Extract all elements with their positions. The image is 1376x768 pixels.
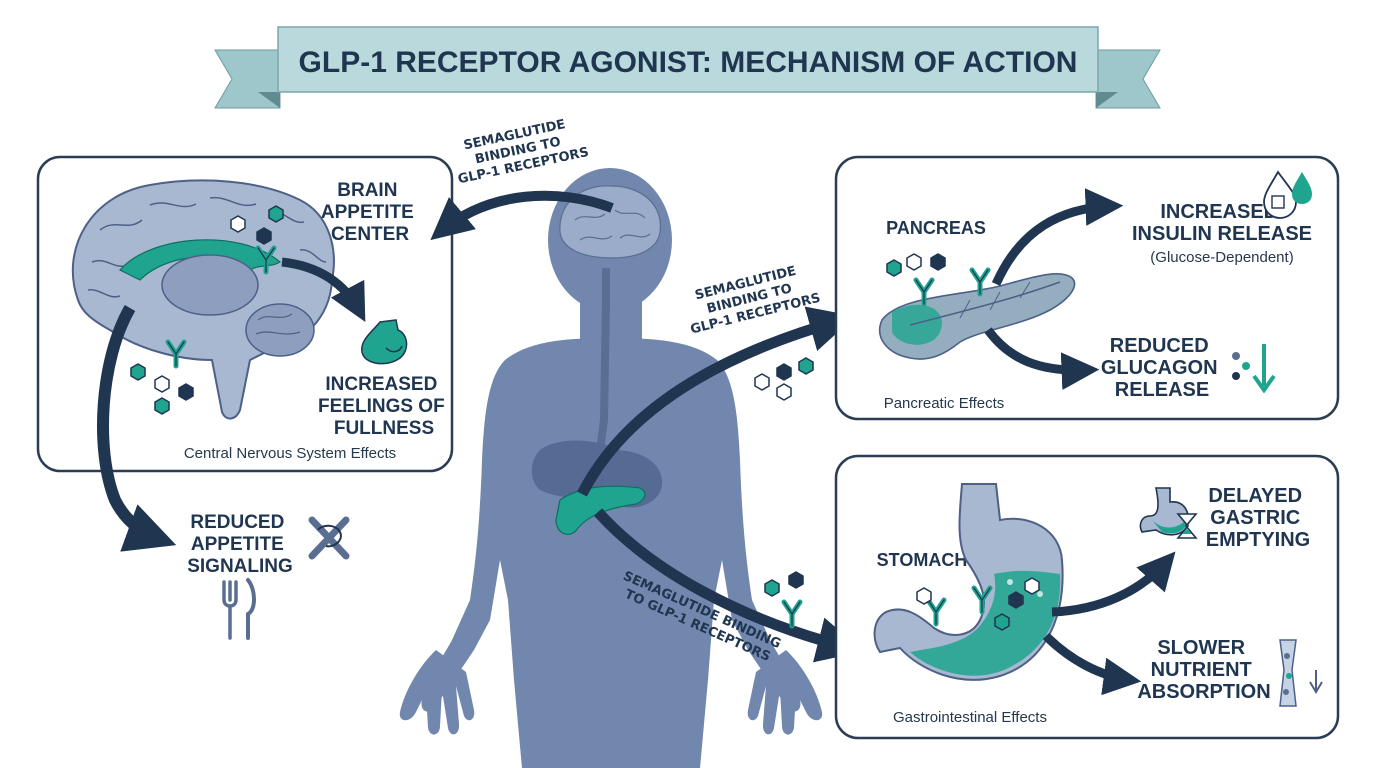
arrow-to-glucagon bbox=[984, 327, 1100, 390]
emptying-line-3: EMPTYING bbox=[1206, 529, 1310, 551]
pancreas-panel: PANCREAS INCREASED INSULIN RELEASE (Gluc… bbox=[834, 155, 1340, 421]
fullness-line-1: INCREASED bbox=[325, 374, 437, 395]
insulin-note: (Glucose-Dependent) bbox=[1150, 249, 1293, 266]
fullness-label: INCREASED FEELINGS OF FULLNESS bbox=[318, 374, 450, 439]
pancreas-illustration bbox=[879, 273, 1076, 360]
glucagon-label: REDUCED GLUCAGON RELEASE bbox=[1101, 335, 1223, 401]
emptying-label: DELAYED GASTRIC EMPTYING bbox=[1206, 485, 1310, 551]
cross-out-icon bbox=[308, 516, 350, 560]
brain-panel-caption: Central Nervous System Effects bbox=[184, 445, 396, 462]
title-banner: GLP-1 RECEPTOR AGONIST: MECHANISM OF ACT… bbox=[214, 26, 1161, 109]
arrow-to-appetite bbox=[97, 305, 177, 552]
insulin-label: INCREASED INSULIN RELEASE bbox=[1132, 201, 1312, 245]
absorption-label: SLOWER NUTRIENT ABSORPTION bbox=[1137, 637, 1270, 703]
appetite-effect: REDUCED APPETITE SIGNALING bbox=[97, 305, 350, 640]
binding-label-top: SEMAGLUTIDE BINDING TO GLP-1 RECEPTORS bbox=[450, 114, 590, 188]
happy-stomach-icon bbox=[361, 319, 408, 365]
stomach-panel-caption: Gastrointestinal Effects bbox=[893, 709, 1047, 726]
water-drop-icon bbox=[1263, 170, 1312, 219]
glucagon-line-1: REDUCED bbox=[1110, 335, 1209, 357]
pancreas-panel-caption: Pancreatic Effects bbox=[884, 395, 1005, 412]
fullness-line-2: FEELINGS OF bbox=[318, 396, 445, 417]
insulin-line-1: INCREASED bbox=[1160, 201, 1278, 223]
emptying-line-2: GASTRIC bbox=[1210, 507, 1300, 529]
arrow-to-insulin bbox=[991, 188, 1124, 286]
down-arrow-icon bbox=[1232, 344, 1276, 394]
absorption-line-3: ABSORPTION bbox=[1137, 681, 1270, 703]
capsule-icon bbox=[1279, 639, 1323, 707]
absorption-line-1: SLOWER bbox=[1157, 637, 1245, 659]
stomach-hourglass-icon bbox=[1139, 487, 1198, 539]
pancreas-label: PANCREAS bbox=[886, 218, 986, 238]
appetite-line-3: SIGNALING bbox=[187, 556, 293, 577]
insulin-line-2: INSULIN RELEASE bbox=[1132, 223, 1312, 245]
appetite-line-1: REDUCED bbox=[190, 512, 284, 533]
brain-center-line-1: BRAIN bbox=[337, 180, 397, 201]
stomach-label: STOMACH bbox=[877, 550, 968, 570]
emptying-line-1: DELAYED bbox=[1208, 485, 1302, 507]
arrow-to-emptying bbox=[1051, 551, 1176, 617]
brain-center-line-2: APPETITE bbox=[321, 202, 414, 223]
absorption-line-2: NUTRIENT bbox=[1151, 659, 1252, 681]
glucagon-line-3: RELEASE bbox=[1115, 379, 1209, 401]
human-body-figure bbox=[399, 168, 823, 768]
arrow-to-fullness bbox=[281, 257, 366, 323]
stomach-panel: STOMACH DELAYED GASTRIC EMPTYING bbox=[834, 454, 1340, 740]
brain-appetite-center-label: BRAIN APPETITE CENTER bbox=[321, 180, 419, 245]
brain-panel: BRAIN APPETITE CENTER INCREASED FEELINGS… bbox=[36, 155, 454, 473]
page-title: GLP-1 RECEPTOR AGONIST: MECHANISM OF ACT… bbox=[299, 46, 1078, 79]
binding-label-middle: SEMAGLUTIDE BINDING TO GLP-1 RECEPTORS bbox=[681, 260, 822, 338]
appetite-line-2: APPETITE bbox=[191, 534, 284, 555]
brain-illustration bbox=[71, 179, 408, 420]
arrow-to-absorption bbox=[1042, 632, 1142, 696]
glucagon-line-2: GLUCAGON bbox=[1101, 357, 1218, 379]
fork-knife-icon bbox=[222, 578, 256, 640]
fullness-line-3: FULLNESS bbox=[334, 418, 434, 439]
brain-center-line-3: CENTER bbox=[331, 224, 409, 245]
reduced-appetite-label: REDUCED APPETITE SIGNALING bbox=[187, 512, 293, 577]
